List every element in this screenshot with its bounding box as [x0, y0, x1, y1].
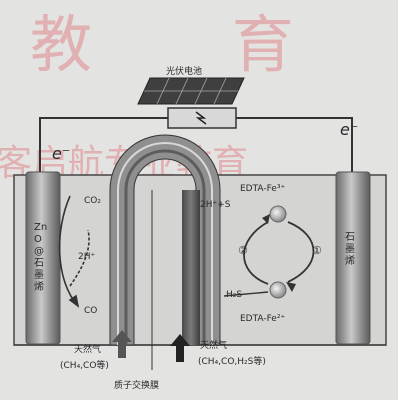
left-circulation-arrows: [58, 195, 90, 308]
step-2-label: ②: [238, 244, 248, 257]
co2-label: CO₂: [84, 196, 101, 206]
solar-panel: [137, 77, 245, 105]
power-box: [167, 107, 237, 129]
right-electrode-label: 石墨烯: [345, 232, 355, 267]
right-cycle: [223, 205, 315, 299]
co-label: CO: [84, 306, 98, 316]
gas-right-label: 天然气: [200, 341, 228, 351]
right-electrode: [335, 171, 371, 345]
left-electrode-label: ZnO@石墨烯: [34, 222, 48, 293]
reaction-label: 2H⁺+S: [200, 200, 231, 210]
electron-right-label: e⁻: [340, 120, 359, 139]
solar-cell-label: 光伏电池: [166, 67, 203, 77]
edta-fe2-label: EDTA-Fe²⁺: [240, 314, 286, 324]
gas-left-label: 天然气: [74, 345, 102, 355]
h2s-label: H₂S: [226, 290, 243, 300]
membrane-label: 质子交换膜: [114, 381, 160, 391]
edta-fe3-label: EDTA-Fe³⁺: [240, 184, 286, 194]
gas-right-formula: (CH₄,CO,H₂S等): [198, 357, 266, 367]
gas-left-formula: (CH₄,CO等): [60, 361, 109, 371]
electron-left-label: e⁻: [52, 144, 71, 163]
watermark-top: 教 育: [30, 8, 354, 81]
h-plus-label: 2H⁺: [78, 252, 96, 262]
gas-inlet-arrows: [112, 330, 190, 362]
membrane-assembly: [109, 134, 221, 370]
step-1-label: ①: [312, 244, 322, 257]
external-circuit-wire: [39, 117, 353, 175]
